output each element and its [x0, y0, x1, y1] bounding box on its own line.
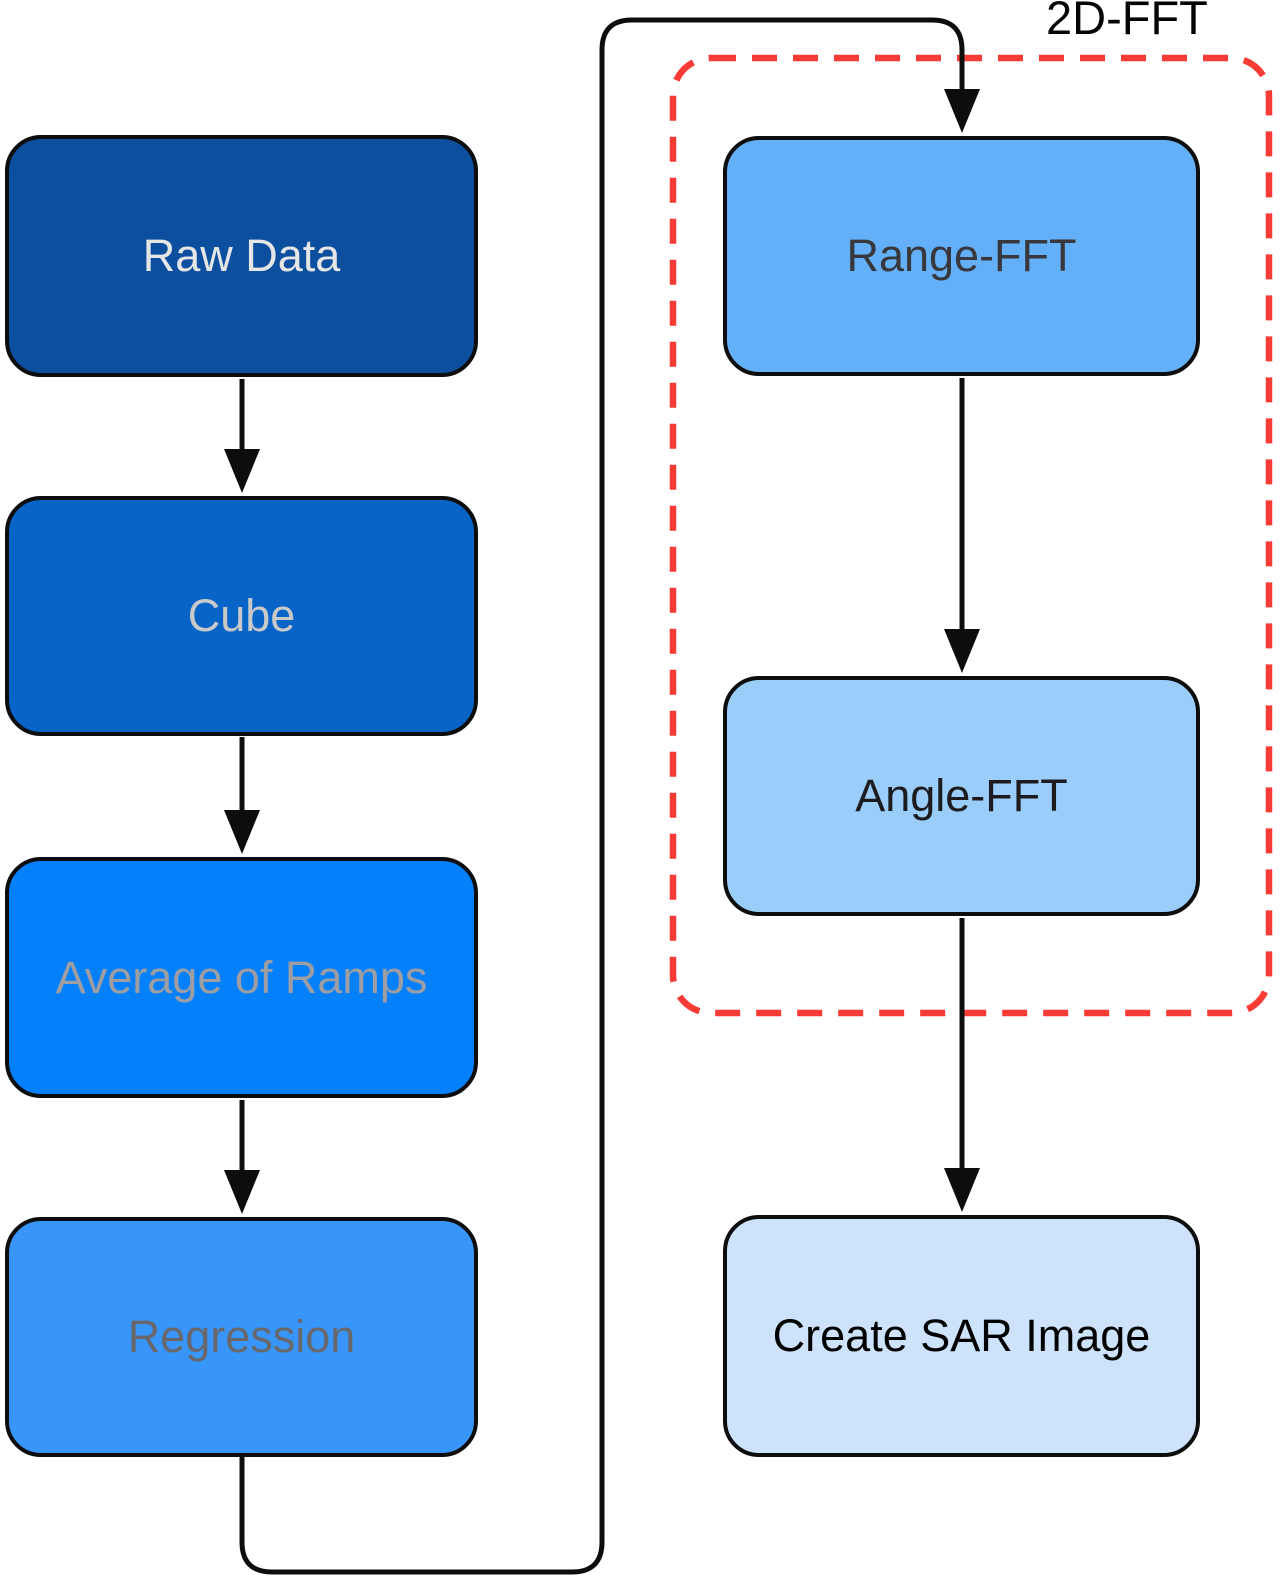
node-create-sar-image: Create SAR Image	[723, 1215, 1200, 1457]
arrowhead-cube-to-average-of-ramps	[224, 810, 260, 854]
node-range-fft-label: Range-FFT	[846, 230, 1077, 281]
node-average-of-ramps-label: Average of Ramps	[55, 951, 428, 1003]
node-cube: Cube	[5, 496, 478, 736]
node-raw-data-label: Raw Data	[142, 230, 341, 281]
arrowhead-range-fft-to-angle-fft	[944, 629, 980, 673]
node-average-of-ramps: Average of Ramps	[5, 857, 478, 1098]
arrowhead-angle-fft-to-create-sar-image	[944, 1168, 980, 1212]
node-range-fft: Range-FFT	[723, 136, 1200, 376]
node-regression: Regression	[5, 1217, 478, 1457]
arrowhead-regression-to-range-fft	[944, 89, 980, 133]
node-regression-label: Regression	[127, 1311, 356, 1362]
node-angle-fft-label: Angle-FFT	[855, 770, 1068, 821]
arrowhead-average-of-ramps-to-regression	[224, 1170, 260, 1214]
node-cube-label: Cube	[187, 590, 296, 641]
arrowhead-raw-data-to-cube	[224, 449, 260, 493]
group-label-2d-fft: 2D-FFT	[1046, 0, 1208, 44]
node-raw-data: Raw Data	[5, 135, 478, 377]
node-angle-fft: Angle-FFT	[723, 676, 1200, 916]
node-create-sar-image-label: Create SAR Image	[772, 1310, 1151, 1361]
